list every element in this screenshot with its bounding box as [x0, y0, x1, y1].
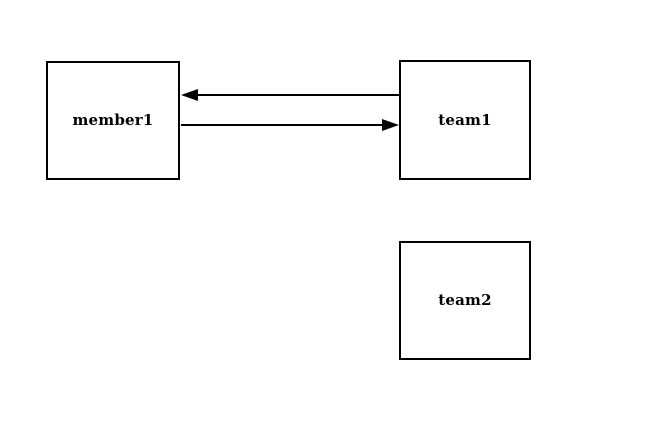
- node-member1-label: member1: [72, 111, 154, 129]
- node-member1[interactable]: member1: [46, 61, 180, 180]
- edge-team1-to-member1-arrowhead: [181, 89, 198, 101]
- node-team2[interactable]: team2: [399, 241, 531, 360]
- edge-member1-to-team1[interactable]: [181, 119, 399, 131]
- edge-team1-to-member1[interactable]: [181, 89, 399, 101]
- node-team1[interactable]: team1: [399, 60, 531, 180]
- edge-member1-to-team1-arrowhead: [382, 119, 399, 131]
- node-team2-label: team2: [438, 291, 492, 309]
- node-team1-label: team1: [438, 110, 492, 129]
